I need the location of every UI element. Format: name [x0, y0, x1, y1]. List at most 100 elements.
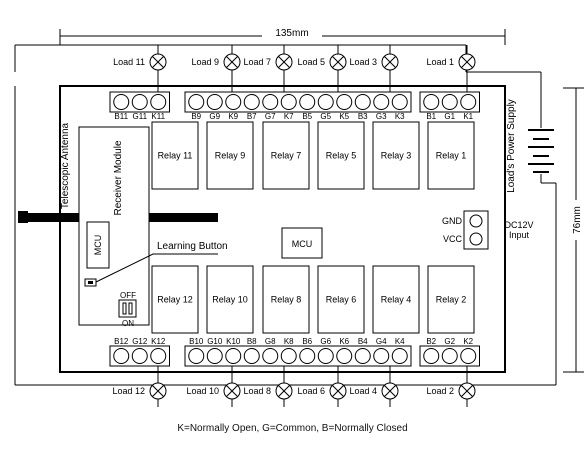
terminal-screw[interactable] [188, 94, 205, 110]
relay-label: Relay 9 [215, 151, 246, 161]
terminal-screw[interactable] [460, 348, 477, 364]
relay: Relay 11 [151, 121, 199, 190]
terminal-screw[interactable] [225, 348, 242, 364]
terminal-screw[interactable] [373, 94, 390, 110]
terminal-label: B5 [302, 112, 312, 121]
terminal-screw[interactable] [423, 348, 440, 364]
power-supply-label: Load's Power Supply [506, 99, 517, 193]
terminal-label: B1 [426, 112, 436, 121]
load-lamp-icon [275, 53, 293, 71]
terminal-label: G4 [376, 337, 387, 346]
terminal-label: B2 [426, 337, 436, 346]
terminal-screw[interactable] [299, 348, 316, 364]
height-dimension: 76mm [563, 87, 584, 373]
terminal-screw[interactable] [391, 348, 408, 364]
terminal-screw[interactable] [336, 94, 353, 110]
relay: Relay 8 [262, 265, 310, 334]
load-label: Load 2 [426, 386, 454, 396]
terminal-screw[interactable] [317, 94, 334, 110]
terminal-screw[interactable] [243, 94, 260, 110]
load-lamp-icon [223, 53, 241, 71]
relay: Relay 10 [206, 265, 254, 334]
terminal-label: B10 [189, 337, 204, 346]
relay: Relay 5 [317, 121, 365, 190]
dip-switch-lever-1[interactable] [122, 302, 127, 315]
terminal-screw[interactable] [113, 94, 130, 110]
relay-label: Relay 1 [436, 151, 467, 161]
terminal-screw[interactable] [243, 348, 260, 364]
learning-button-label: Learning Button [157, 241, 228, 252]
terminal-label: G12 [132, 337, 148, 346]
terminal-screw[interactable] [131, 94, 148, 110]
terminal-label: B11 [114, 112, 128, 121]
vcc-terminal[interactable] [469, 232, 483, 246]
terminal-label: B9 [191, 112, 201, 121]
load-lamp-icon [329, 382, 347, 400]
terminal-screw[interactable] [206, 348, 223, 364]
load-lamp-icon [458, 382, 476, 400]
terminal-screw[interactable] [354, 94, 371, 110]
terminal-screw[interactable] [280, 348, 297, 364]
terminal-screw[interactable] [113, 348, 130, 364]
terminal-screw[interactable] [441, 348, 458, 364]
gnd-terminal[interactable] [469, 214, 483, 228]
receiver-module-label: Receiver Module [113, 140, 124, 215]
terminal-screw[interactable] [131, 348, 148, 364]
terminal-screw[interactable] [262, 94, 279, 110]
terminal-label: G11 [132, 112, 147, 121]
learning-button[interactable] [84, 278, 97, 287]
power-supply-battery [528, 129, 554, 173]
width-dimension: 135mm [59, 26, 506, 45]
terminal-screw[interactable] [280, 94, 297, 110]
terminal-screw[interactable] [262, 348, 279, 364]
relay-label: Relay 5 [326, 151, 357, 161]
relay-label: Relay 2 [436, 295, 467, 305]
terminal-label: K3 [395, 112, 405, 121]
dip-switch-lever-2[interactable] [128, 302, 133, 315]
terminal-label: G5 [320, 112, 331, 121]
terminal-screw[interactable] [336, 348, 353, 364]
relay-label: Relay 7 [271, 151, 302, 161]
relay-label: Relay 12 [157, 295, 193, 305]
relay: Relay 2 [427, 265, 475, 334]
terminal-screw[interactable] [225, 94, 242, 110]
terminal-label: K10 [226, 337, 241, 346]
terminal-screw[interactable] [188, 348, 205, 364]
terminal-label: G10 [207, 337, 223, 346]
terminal-screw[interactable] [423, 94, 440, 110]
terminal-screw[interactable] [460, 94, 477, 110]
terminal-screw[interactable] [373, 348, 390, 364]
load-lamp-icon [149, 53, 167, 71]
terminal-label: G7 [265, 112, 276, 121]
load-label: Load 7 [243, 57, 271, 67]
relay: Relay 7 [262, 121, 310, 190]
load-lamp-icon [275, 382, 293, 400]
terminal-screw[interactable] [317, 348, 334, 364]
dip-switch[interactable] [118, 299, 137, 318]
terminal-label: K6 [339, 337, 349, 346]
load-lamp-icon [329, 53, 347, 71]
terminal-label: K9 [228, 112, 238, 121]
terminal-label: B6 [302, 337, 312, 346]
main-mcu [281, 227, 323, 259]
load-label: Load 6 [297, 386, 325, 396]
terminal-label: G1 [444, 112, 455, 121]
terminal-screw[interactable] [206, 94, 223, 110]
learning-button-leader [95, 253, 218, 283]
load-lamp-icon [223, 382, 241, 400]
load-lamp-icon [149, 382, 167, 400]
load-lamp-icon [381, 53, 399, 71]
receiver-mcu [86, 221, 110, 269]
load-label: Load 8 [243, 386, 271, 396]
receiver-mcu-label: MCU [93, 235, 103, 256]
legend: K=Normally Open, G=Common, B=Normally Cl… [177, 423, 408, 434]
terminal-screw[interactable] [441, 94, 458, 110]
terminal-screw[interactable] [150, 94, 167, 110]
terminal-label: K4 [395, 337, 405, 346]
terminal-screw[interactable] [150, 348, 167, 364]
relay: Relay 4 [372, 265, 420, 334]
terminal-screw[interactable] [299, 94, 316, 110]
terminal-screw[interactable] [354, 348, 371, 364]
terminal-screw[interactable] [391, 94, 408, 110]
